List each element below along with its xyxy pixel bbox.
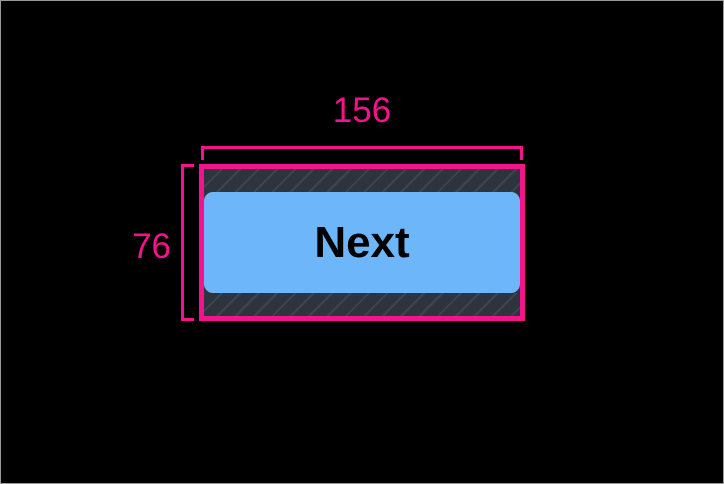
width-dimension-bracket [201, 146, 523, 160]
padding-hatch-bottom [204, 293, 520, 316]
width-dimension-label: 156 [332, 91, 392, 130]
height-dimension-label: 76 [132, 227, 171, 266]
next-button[interactable]: Next [204, 192, 520, 293]
padding-hatch-top [204, 169, 520, 192]
height-dimension-bracket [181, 164, 194, 321]
next-button-label: Next [314, 217, 410, 267]
highlighted-element-outline[interactable]: Next [199, 164, 525, 321]
